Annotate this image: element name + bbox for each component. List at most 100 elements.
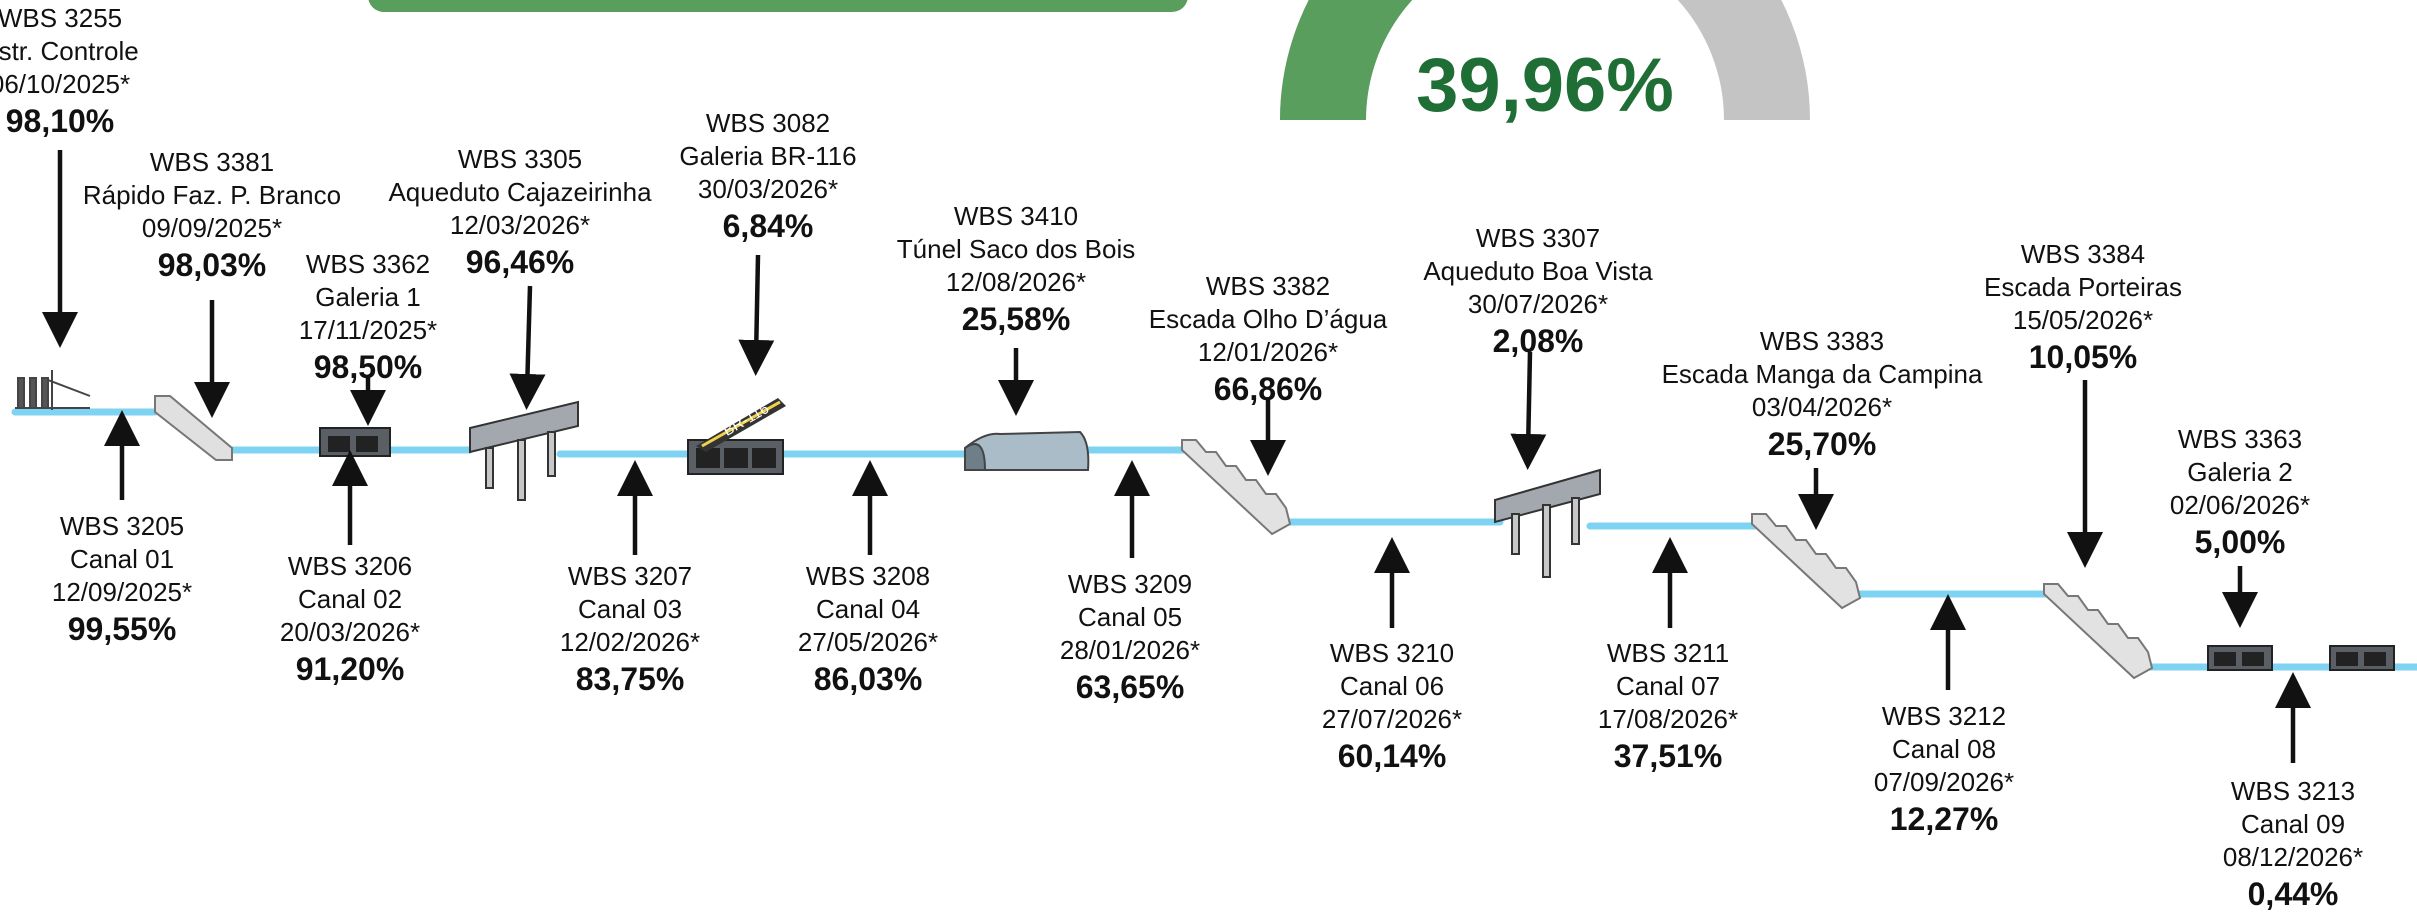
wbs-code: WBS 3210: [1329, 638, 1455, 668]
wbs-name: Canal 02: [297, 584, 403, 615]
structure-escada-porteiras: [2043, 583, 2154, 680]
wbs-name: Canal 06: [1339, 671, 1445, 702]
wbs-name: Canal 04: [815, 594, 921, 625]
wbs-percent: 2,08%: [1492, 323, 1584, 360]
wbs-code: WBS 3362: [305, 249, 431, 279]
wbs-code: WBS 3207: [567, 561, 693, 591]
wbs-name: Escada Manga da Campina: [1661, 359, 1983, 390]
wbs-name: Galeria 1: [315, 282, 421, 313]
wbs-name: Canal 07: [1615, 671, 1721, 702]
wbs-code: WBS 3212: [1881, 701, 2007, 731]
wbs-code: WBS 3255: [0, 3, 123, 33]
wbs-percent: 63,65%: [1075, 669, 1185, 706]
wbs-date: 06/10/2025*: [0, 69, 131, 100]
wbs-code: WBS 3206: [287, 551, 413, 581]
wbs-percent: 5,00%: [2194, 524, 2286, 561]
wbs-date: 12/03/2026*: [449, 210, 591, 241]
wbs-percent: 86,03%: [813, 661, 923, 698]
wbs-date: 30/03/2026*: [697, 174, 839, 205]
wbs-name: Galeria BR-116: [679, 141, 857, 172]
wbs-percent: 98,10%: [5, 103, 115, 140]
wbs-date: 15/05/2026*: [2012, 305, 2154, 336]
wbs-date: 12/09/2025*: [51, 577, 193, 608]
wbs-code: WBS 3307: [1475, 223, 1601, 253]
wbs-name: Escada Olho D’água: [1148, 304, 1388, 335]
structure-chute: [154, 395, 233, 461]
wbs-percent: 25,70%: [1767, 426, 1877, 463]
structure-control: [15, 370, 91, 410]
wbs-code: WBS 3305: [457, 144, 583, 174]
wbs-date: 09/09/2025*: [141, 213, 283, 244]
wbs-date: 20/03/2026*: [279, 617, 421, 648]
wbs-percent: 96,46%: [465, 244, 575, 281]
wbs-code: WBS 3410: [953, 201, 1079, 231]
wbs-date: 07/09/2026*: [1873, 767, 2015, 798]
wbs-code: WBS 3211: [1606, 638, 1730, 668]
road-sign-label: BR-116: [720, 400, 772, 440]
wbs-date: 12/02/2026*: [559, 627, 701, 658]
wbs-percent: 12,27%: [1889, 801, 1999, 838]
wbs-percent: 37,51%: [1613, 738, 1723, 775]
wbs-name: Canal 09: [2240, 809, 2346, 840]
header-banner: [368, 0, 1188, 12]
wbs-name: Aqueduto Cajazeirinha: [388, 177, 652, 208]
wbs-date: 27/07/2026*: [1321, 704, 1463, 735]
wbs-date: 08/12/2026*: [2222, 842, 2364, 873]
wbs-code: WBS 3208: [805, 561, 931, 591]
wbs-name: Escada Porteiras: [1984, 272, 2182, 303]
gauge-value: 39,96%: [1416, 43, 1674, 128]
wbs-date: 17/08/2026*: [1597, 704, 1739, 735]
structure-tunel: [964, 430, 1090, 471]
wbs-name: Túnel Saco dos Bois: [896, 234, 1136, 265]
wbs-percent: 25,58%: [961, 301, 1071, 338]
wbs-name: Estr. Controle: [0, 36, 139, 67]
structure-galeria-br116: BR-116: [687, 398, 786, 475]
wbs-percent: 60,14%: [1337, 738, 1447, 775]
structure-aqueduto-boa-vista: [1494, 468, 1601, 578]
wbs-code: WBS 3209: [1067, 569, 1193, 599]
wbs-percent: 99,55%: [67, 611, 177, 648]
wbs-code: WBS 3082: [705, 108, 831, 138]
wbs-code: WBS 3383: [1759, 326, 1885, 356]
wbs-date: 17/11/2025*: [298, 315, 438, 346]
wbs-name: Galeria 2: [2187, 457, 2293, 488]
progress-gauge: [1280, 0, 1810, 121]
wbs-percent: 98,03%: [157, 247, 267, 284]
wbs-percent: 98,50%: [313, 349, 423, 386]
wbs-date: 12/01/2026*: [1197, 337, 1339, 368]
arrow-3082: [738, 254, 775, 376]
arrow-3305: [509, 285, 546, 410]
wbs-percent: 83,75%: [575, 661, 685, 698]
wbs-date: 03/04/2026*: [1751, 392, 1893, 423]
wbs-date: 12/08/2026*: [945, 267, 1087, 298]
wbs-name: Canal 01: [69, 544, 175, 575]
wbs-code: WBS 3384: [2020, 239, 2146, 269]
wbs-code: WBS 3213: [2230, 776, 2356, 806]
structure-aqueduto-cajazeirinha: [469, 400, 579, 501]
gauge-fill: [1280, 0, 1413, 121]
wbs-percent: 0,44%: [2247, 876, 2339, 913]
structure-escada-olho-dagua: [1181, 439, 1292, 536]
pointer-arrows: [42, 150, 2311, 763]
wbs-name: Canal 03: [577, 594, 683, 625]
wbs-date: 28/01/2026*: [1059, 635, 1201, 666]
structure-galeria-1: [319, 427, 391, 457]
wbs-code: WBS 3205: [59, 511, 185, 541]
wbs-code: WBS 3381: [149, 147, 275, 177]
arrow-3307: [1510, 351, 1547, 470]
wbs-name: Rápido Faz. P. Branco: [82, 180, 342, 211]
